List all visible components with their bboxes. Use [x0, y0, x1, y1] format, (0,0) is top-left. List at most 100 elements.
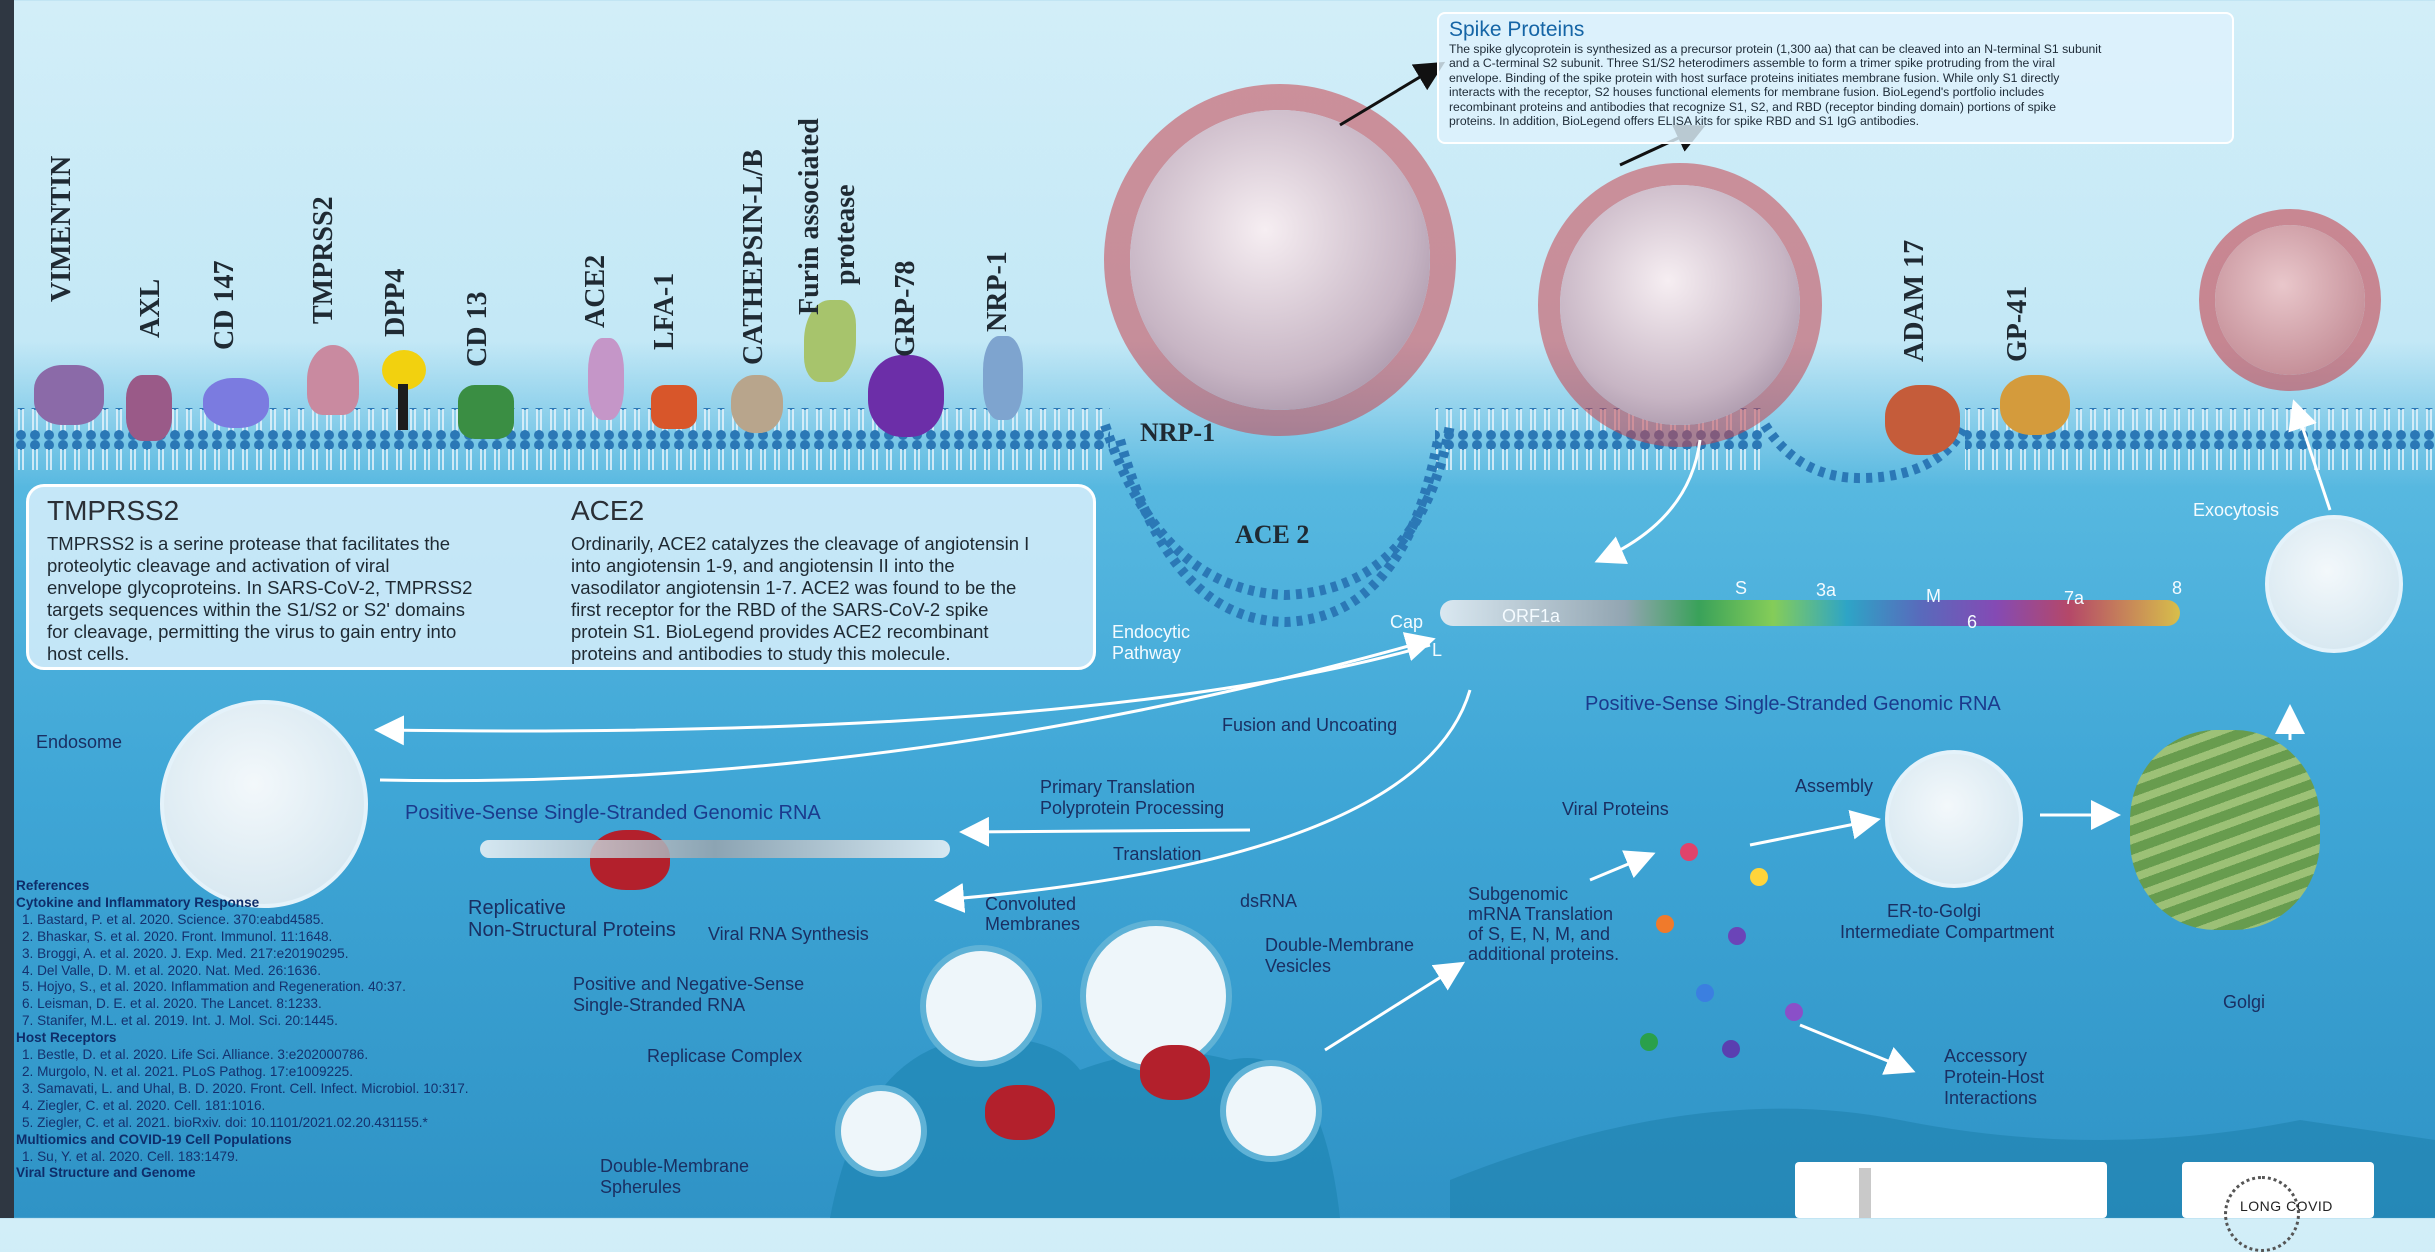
label-polyprotein: Polyprotein Processing — [1040, 798, 1224, 819]
label-gene-7a: 7a — [2064, 588, 2084, 609]
ref-item: 3. Samavati, L. and Uhal, B. D. 2020. Fr… — [16, 1081, 536, 1098]
label-endosome: Endosome — [36, 732, 122, 753]
label-gene-6: 6 — [1967, 612, 1977, 633]
label-fusion: Fusion and Uncoating — [1222, 715, 1397, 736]
spike-proteins-text: The spike glycoprotein is synthesized as… — [1449, 42, 2222, 128]
label-dms-2: Spherules — [600, 1177, 681, 1198]
label-gene-s: S — [1735, 578, 1747, 599]
label-accessory-1: Accessory — [1944, 1046, 2027, 1067]
label-orf1a: ORF1a — [1502, 606, 1560, 627]
label-translation: Translation — [1113, 844, 1201, 865]
viral-protein-dot — [1680, 843, 1698, 861]
tmprss2-title: TMPRSS2 — [47, 495, 537, 527]
label-pos-neg-1: Positive and Negative-Sense — [573, 974, 804, 995]
label-pathway: Pathway — [1112, 643, 1181, 664]
left-edge-bar — [0, 0, 14, 1218]
label-ace2: ACE2 — [580, 255, 612, 328]
label-dmv-1: Double-Membrane — [1265, 935, 1414, 956]
viral-protein-dot — [1696, 984, 1714, 1002]
label-genomic-rna-left: Positive-Sense Single-Stranded Genomic R… — [405, 803, 821, 824]
label-protease: protease — [830, 184, 862, 285]
label-subgenomic-2: mRNA Translation — [1468, 904, 1613, 925]
ref-item: 2. Bhaskar, S. et al. 2020. Front. Immun… — [16, 929, 536, 946]
ace2-text: Ordinarily, ACE2 catalyzes the cleavage … — [571, 533, 1091, 665]
arrow-fusion-down — [1600, 440, 1700, 560]
label-dpp4: DPP4 — [380, 269, 412, 337]
label-lfa1: LFA-1 — [649, 273, 681, 350]
label-vimentin: VIMENTIN — [46, 156, 78, 302]
label-gene-m: M — [1926, 586, 1941, 607]
label-viral-rna-synth: Viral RNA Synthesis — [708, 924, 869, 945]
viral-protein-dot — [1656, 915, 1674, 933]
label-grp78: GRP-78 — [890, 261, 922, 357]
arrow-spike-callout — [1340, 65, 1440, 125]
label-genomic-rna-right: Positive-Sense Single-Stranded Genomic R… — [1585, 694, 2001, 715]
label-nrp1-pit: NRP-1 — [1140, 422, 1215, 443]
label-primary-translation: Primary Translation — [1040, 777, 1195, 798]
ref-item: 1. Bastard, P. et al. 2020. Science. 370… — [16, 912, 536, 929]
ref-item: 1. Bestle, D. et al. 2020. Life Sci. All… — [16, 1047, 536, 1064]
label-gp41: GP-41 — [2002, 286, 2034, 362]
label-endocytic: Endocytic — [1112, 622, 1190, 643]
label-convoluted-1: Convoluted — [985, 894, 1076, 915]
label-assembly: Assembly — [1795, 776, 1873, 797]
arrow-exocytosis — [2295, 405, 2330, 510]
references: References Cytokine and Inflammatory Res… — [16, 878, 536, 1182]
label-cd147: CD 147 — [209, 261, 241, 350]
long-covid-ring-icon — [2224, 1176, 2300, 1252]
ref-item: 4. Del Valle, D. M. et al. 2020. Nat. Me… — [16, 963, 536, 980]
label-l: L — [1432, 640, 1442, 661]
viral-protein-dot — [1750, 868, 1768, 886]
label-dms-1: Double-Membrane — [600, 1156, 749, 1177]
long-covid-text: LONG COVID — [2240, 1198, 2333, 1214]
viral-protein-dot — [1722, 1040, 1740, 1058]
references-heading: References — [16, 878, 536, 895]
label-er-golgi-1: ER-to-Golgi — [1887, 901, 1981, 922]
label-exocytosis: Exocytosis — [2193, 500, 2279, 521]
spike-proteins-box: Spike Proteins The spike glycoprotein is… — [1437, 12, 2234, 144]
viral-protein-dot — [1728, 927, 1746, 945]
ref-group-title: Viral Structure and Genome — [16, 1165, 536, 1182]
label-golgi: Golgi — [2223, 992, 2265, 1013]
arrow-accessory — [1800, 1025, 1910, 1070]
ref-item: 1. Su, Y. et al. 2020. Cell. 183:1479. — [16, 1149, 536, 1166]
ref-item: 2. Murgolo, N. et al. 2021. PLoS Pathog.… — [16, 1064, 536, 1081]
label-subgenomic-1: Subgenomic — [1468, 884, 1568, 905]
arrow-polyprotein — [965, 830, 1250, 832]
viral-protein-dot — [1785, 1003, 1803, 1021]
ref-item: 3. Broggi, A. et al. 2020. J. Exp. Med. … — [16, 946, 536, 963]
label-furin: Furin associated — [794, 118, 826, 315]
receptor-info-box: TMPRSS2 TMPRSS2 is a serine protease tha… — [26, 484, 1096, 670]
spike-proteins-title: Spike Proteins — [1449, 18, 2222, 42]
label-ace2-pit: ACE 2 — [1235, 524, 1309, 545]
label-replicase: Replicase Complex — [647, 1046, 802, 1067]
label-viral-proteins: Viral Proteins — [1562, 799, 1669, 820]
label-accessory-2: Protein-Host — [1944, 1067, 2044, 1088]
label-adam17: ADAM 17 — [1899, 240, 1931, 362]
ace2-title: ACE2 — [571, 495, 1091, 527]
ref-group-title: Multiomics and COVID-19 Cell Populations — [16, 1132, 536, 1149]
arrow-viral-proteins — [1590, 855, 1650, 880]
ref-item: 5. Ziegler, C. et al. 2021. bioRxiv. doi… — [16, 1115, 536, 1132]
ace2-section: ACE2 Ordinarily, ACE2 catalyzes the clea… — [571, 495, 1091, 665]
label-gene-3a: 3a — [1816, 580, 1836, 601]
tmprss2-section: TMPRSS2 TMPRSS2 is a serine protease tha… — [47, 495, 537, 665]
label-cathepsin: CATHEPSIN-L/B — [738, 149, 770, 365]
long-covid-logo: LONG COVID — [2182, 1162, 2374, 1218]
ref-group-title: Cytokine and Inflammatory Response — [16, 895, 536, 912]
label-subgenomic-3: of S, E, N, M, and — [1468, 924, 1610, 945]
label-pos-neg-2: Single-Stranded RNA — [573, 995, 745, 1016]
label-dmv-2: Vesicles — [1265, 956, 1331, 977]
arrow-subgenomic — [1325, 965, 1460, 1050]
label-subgenomic-4: additional proteins. — [1468, 944, 1619, 965]
label-er-golgi-2: Intermediate Compartment — [1840, 922, 2054, 943]
label-cd13: CD 13 — [462, 292, 494, 367]
label-gene-8: 8 — [2172, 578, 2182, 599]
label-cap: Cap — [1390, 612, 1423, 633]
ref-item: 6. Leisman, D. E. et al. 2020. The Lance… — [16, 996, 536, 1013]
label-axl: AXL — [135, 279, 167, 338]
ref-item: 5. Hojyo, S., et al. 2020. Inflammation … — [16, 979, 536, 996]
arrow-assembly — [1750, 820, 1875, 845]
viral-protein-dot — [1640, 1033, 1658, 1051]
label-accessory-3: Interactions — [1944, 1088, 2037, 1109]
